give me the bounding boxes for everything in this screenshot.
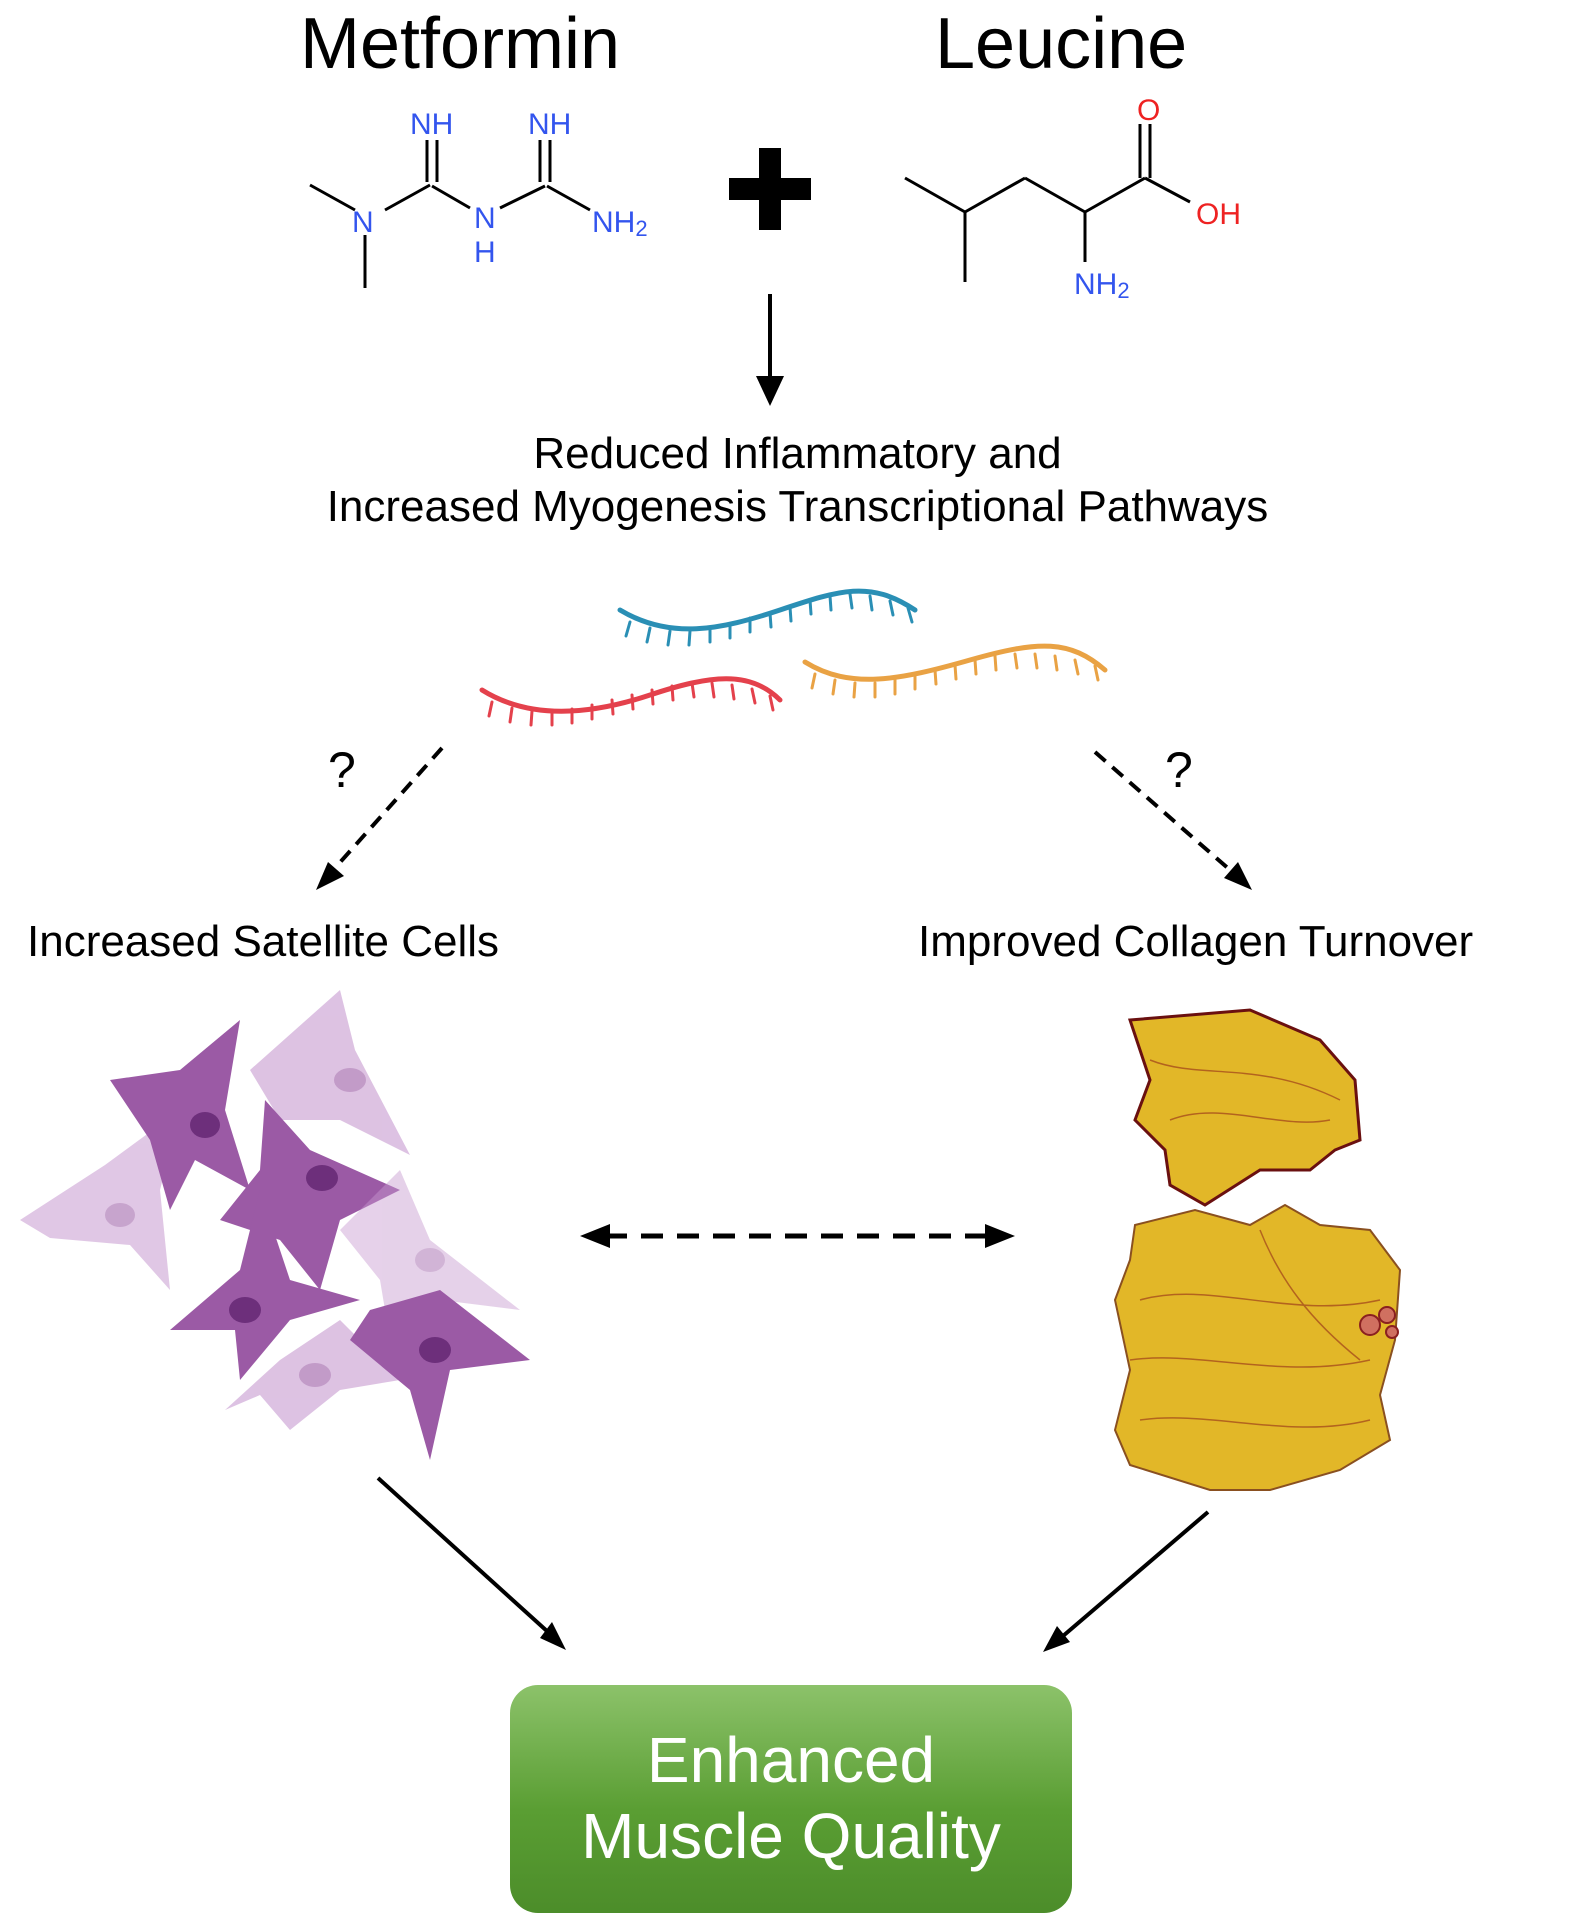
atom-nh: NH [410, 108, 453, 141]
pathways-line-1: Reduced Inflammatory and [533, 429, 1062, 478]
leucine-atoms: O OH NH2 [1074, 94, 1241, 303]
cell [250, 990, 410, 1155]
cell [170, 1190, 360, 1380]
atom-nh2: NH2 [1074, 268, 1130, 303]
rna-strand-red [479, 676, 783, 727]
bidirectional-dashed-arrow [580, 1224, 1015, 1248]
tissue-lower-fragment [1113, 1203, 1402, 1491]
collagen-turnover-label: Improved Collagen Turnover [918, 917, 1474, 966]
outcome-line-2: Muscle Quality [581, 1800, 1001, 1872]
rna-strand-orange [802, 643, 1108, 699]
collagen-tissue-section [1113, 1008, 1402, 1491]
metformin-atoms: NH NH N N H NH2 [352, 108, 648, 269]
cell [20, 1110, 180, 1290]
metformin-structure [309, 140, 591, 288]
plus-sign [729, 148, 811, 230]
tissue-upper-fragment [1127, 1008, 1362, 1207]
satellite-cells-illustration [20, 990, 530, 1460]
satellite-cells-label: Increased Satellite Cells [27, 917, 500, 966]
solid-arrow-left [376, 1476, 566, 1650]
vessel-cluster [1359, 1306, 1399, 1339]
leucine-structure [904, 124, 1191, 282]
cell [220, 1100, 400, 1290]
dashed-arrow-right [1093, 750, 1252, 890]
atom-nh: NH [528, 108, 571, 141]
cell [110, 1020, 250, 1210]
question-mark-right: ? [1165, 742, 1193, 798]
atom-nh2: NH2 [592, 206, 648, 241]
outcome-line-1: Enhanced [646, 1724, 936, 1797]
atom-n: N [352, 206, 374, 239]
dashed-arrow-left [316, 746, 444, 890]
cell [340, 1170, 520, 1340]
atom-h-bridge: H [474, 236, 496, 269]
outcome-box: Enhanced Muscle Quality [510, 1685, 1072, 1913]
rna-strand-blue [617, 588, 918, 647]
rna-strands [479, 588, 1108, 727]
atom-oh: OH [1196, 198, 1241, 231]
solid-arrow-right [1043, 1510, 1210, 1652]
arrow-to-pathways [756, 294, 784, 406]
metformin-title: Metformin [300, 4, 621, 84]
question-mark-left: ? [328, 742, 356, 798]
tissue-fibers [1129, 1059, 1381, 1428]
leucine-title: Leucine [935, 4, 1188, 84]
chemical-structures: NH NH N N H NH2 O OH NH2 [309, 94, 1241, 303]
pathways-text: Reduced Inflammatory and Increased Myoge… [0, 428, 1595, 534]
atom-o: O [1137, 94, 1160, 127]
cell [350, 1290, 530, 1460]
cell [225, 1320, 400, 1430]
pathways-line-2: Increased Myogenesis Transcriptional Pat… [326, 481, 1269, 531]
atom-n-bridge: N [474, 202, 496, 235]
